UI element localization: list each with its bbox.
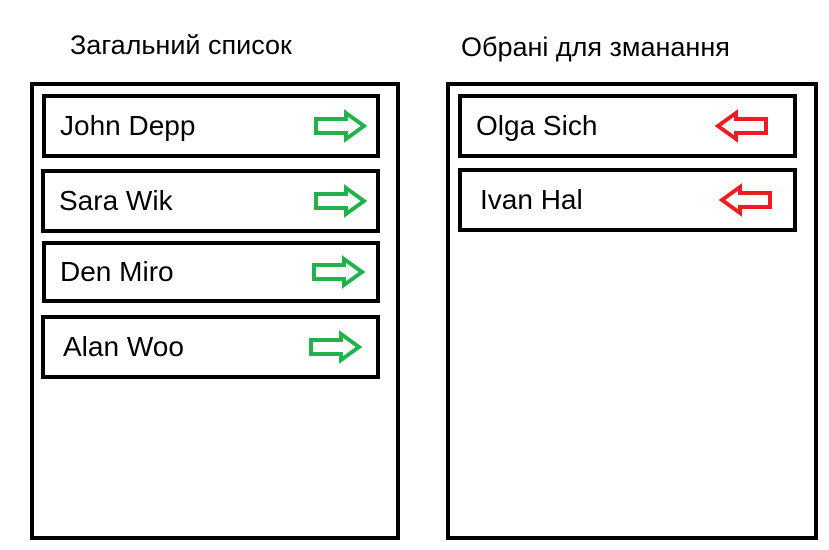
list-item: Olga Sich — [458, 94, 797, 158]
list-item-name: Alan Woo — [63, 331, 184, 362]
list-item: Sara Wik — [41, 169, 380, 233]
arrow-right-icon[interactable] — [314, 184, 368, 218]
arrow-right-icon[interactable] — [312, 255, 366, 289]
list-item: Den Miro — [42, 241, 380, 303]
list-item: Ivan Hal — [458, 168, 797, 232]
arrow-right-icon[interactable] — [314, 109, 368, 143]
list-item-name: Sara Wik — [59, 185, 173, 216]
general-list-panel: John Depp Sara Wik Den Miro Alan Woo — [30, 82, 400, 540]
arrow-right-icon[interactable] — [309, 330, 363, 364]
list-item-name: John Depp — [60, 110, 196, 141]
arrow-left-icon[interactable] — [714, 109, 768, 143]
list-item-name: Ivan Hal — [480, 184, 583, 215]
list-item-name: Olga Sich — [476, 110, 598, 141]
selected-list-panel: Olga Sich Ivan Hal — [446, 82, 818, 540]
general-list-title: Загальний список — [70, 30, 292, 60]
list-item-name: Den Miro — [60, 256, 174, 287]
list-item: Alan Woo — [41, 315, 380, 379]
list-item: John Depp — [42, 94, 380, 158]
arrow-left-icon[interactable] — [718, 183, 772, 217]
selected-list-title: Обрані для зманання — [461, 32, 730, 62]
